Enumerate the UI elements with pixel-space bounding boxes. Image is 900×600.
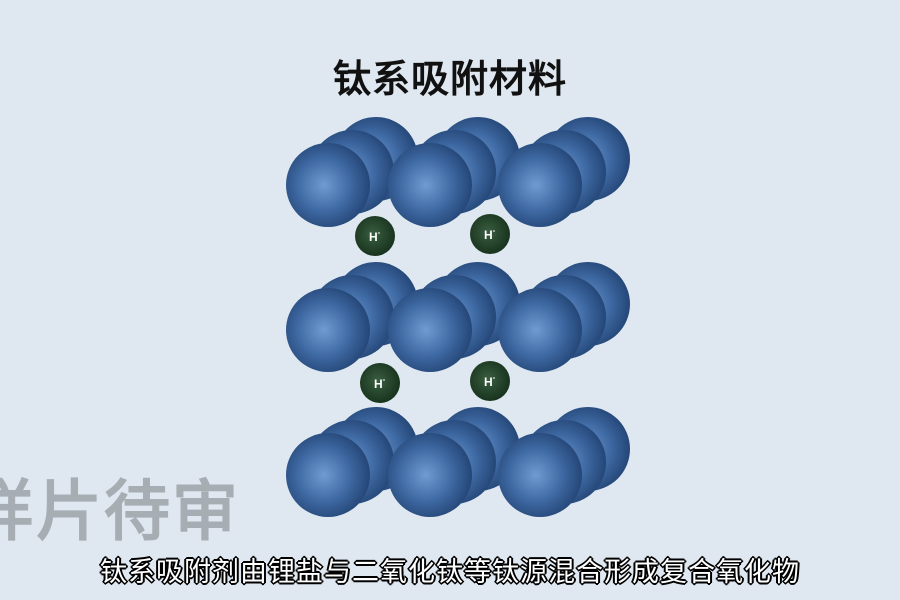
ion-sphere	[470, 214, 510, 254]
layer-atom-sphere	[498, 433, 582, 517]
layer-atom-sphere	[388, 433, 472, 517]
ion-sphere	[470, 361, 510, 401]
hydride-ion: H-	[355, 216, 395, 256]
layer-atom-sphere	[286, 143, 370, 227]
layer-atom-sphere	[286, 288, 370, 372]
layer-atom-sphere	[286, 433, 370, 517]
hydride-ion: H-	[470, 361, 510, 401]
layer-atom-sphere	[498, 288, 582, 372]
ion-label: H-	[369, 228, 381, 244]
ion-sphere	[360, 363, 400, 403]
subtitle-caption: 钛系吸附剂由锂盐与二氧化钛等钛源混合形成复合氧化物	[100, 557, 800, 588]
hydride-ion: H-	[470, 214, 510, 254]
ion-label: H-	[374, 375, 386, 391]
watermark: 样片待审	[0, 473, 240, 550]
layer-atom-sphere	[388, 288, 472, 372]
ion-sphere	[355, 216, 395, 256]
layer-atom-sphere	[388, 143, 472, 227]
hydride-ion: H-	[360, 363, 400, 403]
layer-atom-sphere	[498, 143, 582, 227]
ion-label: H-	[484, 226, 496, 242]
ion-label: H-	[484, 373, 496, 389]
slide-title: 钛系吸附材料	[332, 57, 567, 101]
